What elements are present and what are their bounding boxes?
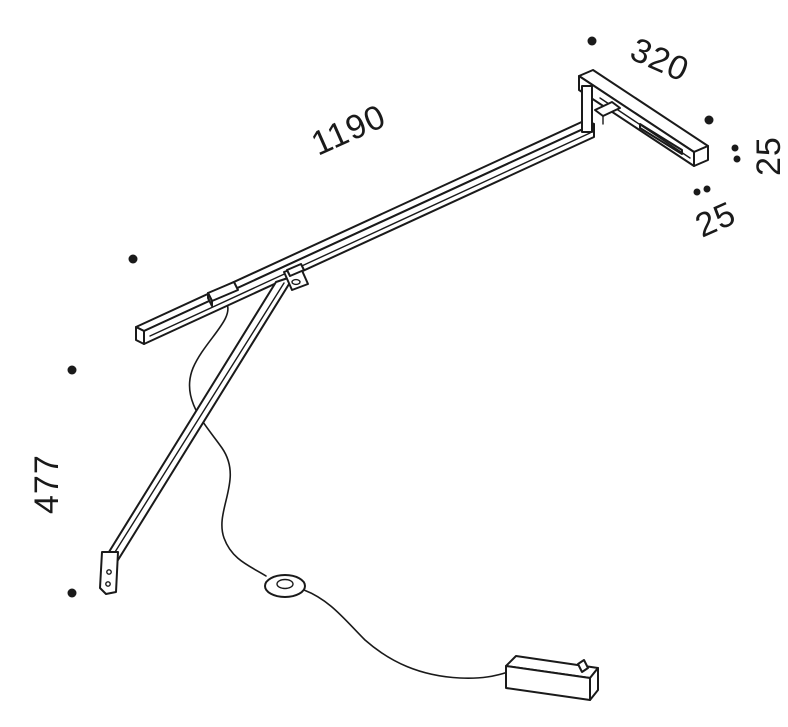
dimmer-button bbox=[276, 578, 294, 590]
dot-25-bottom-b bbox=[703, 185, 711, 193]
arm-top-screw bbox=[291, 278, 301, 286]
dim-label-320: 320 bbox=[625, 31, 695, 90]
arm-top-cap bbox=[286, 263, 305, 277]
psu-prong bbox=[577, 659, 589, 673]
power-supply bbox=[505, 655, 599, 701]
dim-label-477: 477 bbox=[28, 454, 66, 514]
dot-477-top bbox=[67, 365, 77, 375]
foot-hole-lower bbox=[105, 581, 111, 587]
dimension-dots bbox=[67, 36, 741, 598]
dim-label-25-vertical: 25 bbox=[750, 136, 788, 176]
foot-hole-upper bbox=[106, 569, 112, 575]
dot-25-right-a bbox=[731, 144, 739, 152]
dimmer-body bbox=[264, 574, 306, 598]
dot-320-start bbox=[587, 36, 597, 46]
arm-edge bbox=[109, 282, 285, 561]
rail-top-face bbox=[135, 119, 595, 332]
dim-label-1190: 1190 bbox=[306, 97, 392, 163]
support-arm bbox=[99, 263, 309, 595]
bracket-mount-block bbox=[581, 85, 593, 133]
dim-label-25-angled: 25 bbox=[690, 194, 742, 245]
inline-dimmer bbox=[264, 574, 306, 598]
dot-25-bottom-a bbox=[693, 188, 701, 196]
dot-1190-start bbox=[128, 254, 138, 264]
bracket-end-face bbox=[693, 145, 709, 167]
bracket-connector bbox=[594, 101, 621, 117]
rail-front-face bbox=[135, 326, 145, 345]
arm-foot-plate bbox=[99, 551, 119, 595]
wall-bracket bbox=[578, 69, 709, 167]
clip-front bbox=[207, 292, 213, 307]
rail-clip bbox=[207, 281, 239, 307]
light-rail bbox=[135, 119, 595, 345]
dot-477-bottom bbox=[67, 588, 77, 598]
power-cable bbox=[188, 301, 509, 679]
cable-lower bbox=[303, 589, 509, 679]
dot-320-end bbox=[704, 115, 714, 125]
rail-side-face bbox=[143, 123, 595, 345]
psu-side-face bbox=[589, 667, 599, 701]
cable-upper bbox=[188, 301, 267, 577]
rail-edge-line bbox=[149, 132, 591, 337]
bracket-front-face bbox=[578, 75, 695, 167]
dot-25-right-b bbox=[733, 155, 741, 163]
